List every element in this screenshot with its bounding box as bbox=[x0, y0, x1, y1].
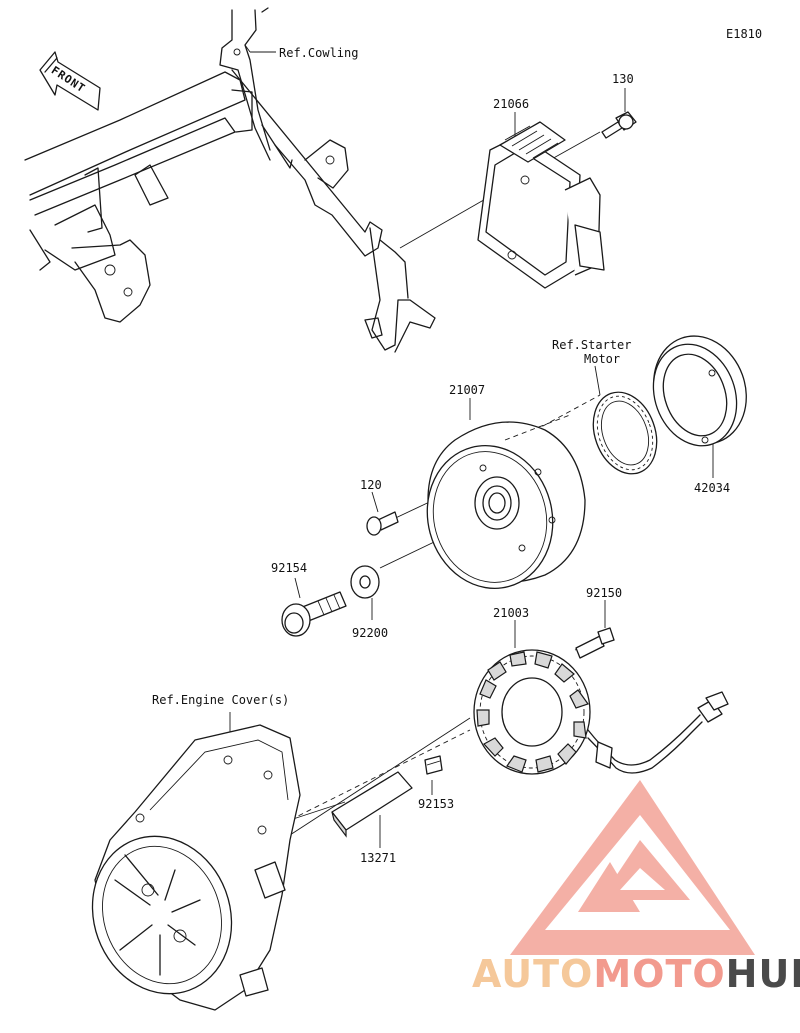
watermark-text-hub: HUB bbox=[725, 952, 800, 996]
bolt-130 bbox=[601, 111, 637, 139]
starter-clutch bbox=[592, 391, 658, 475]
ref-engine-cover-label: Ref.Engine Cover(s) bbox=[152, 693, 290, 707]
part-number-42034: 42034 bbox=[694, 481, 731, 495]
watermark-text: AUTOMOTOHUB bbox=[472, 952, 800, 996]
ref-cowling-label: Ref.Cowling bbox=[279, 46, 359, 60]
part-number-92153: 92153 bbox=[418, 797, 455, 811]
part-number-21003: 21003 bbox=[493, 606, 530, 620]
watermark-text-moto: MOTO bbox=[593, 952, 726, 996]
plate-13271 bbox=[331, 771, 413, 838]
engine-cover bbox=[91, 724, 301, 1011]
diagram-code: E1810 bbox=[726, 27, 763, 41]
part-number-92154: 92154 bbox=[271, 561, 308, 575]
ref-starter-label-2: Motor bbox=[584, 352, 621, 366]
part-number-130: 130 bbox=[612, 72, 634, 86]
part-number-92150: 92150 bbox=[586, 586, 623, 600]
watermark-logo-icon bbox=[510, 780, 755, 955]
part-number-13271: 13271 bbox=[360, 851, 397, 865]
bolt-92150 bbox=[575, 627, 615, 659]
ref-starter-label-1: Ref.Starter bbox=[552, 338, 632, 352]
ring-gear-42034 bbox=[652, 335, 747, 447]
washer-92200 bbox=[350, 565, 380, 599]
bolt-92153 bbox=[424, 755, 443, 775]
regulator-part bbox=[477, 121, 605, 289]
frame-structure bbox=[24, 7, 436, 353]
stator-21003 bbox=[473, 649, 729, 775]
part-number-21066: 21066 bbox=[493, 97, 530, 111]
front-arrow-icon bbox=[39, 51, 101, 111]
watermark-text-auto: AUTO bbox=[472, 952, 594, 996]
flywheel-21007 bbox=[426, 414, 586, 590]
part-number-92200: 92200 bbox=[352, 626, 389, 640]
bolt-120 bbox=[366, 511, 399, 536]
part-number-21007: 21007 bbox=[449, 383, 486, 397]
part-number-120: 120 bbox=[360, 478, 382, 492]
bolt-92154 bbox=[281, 591, 347, 637]
